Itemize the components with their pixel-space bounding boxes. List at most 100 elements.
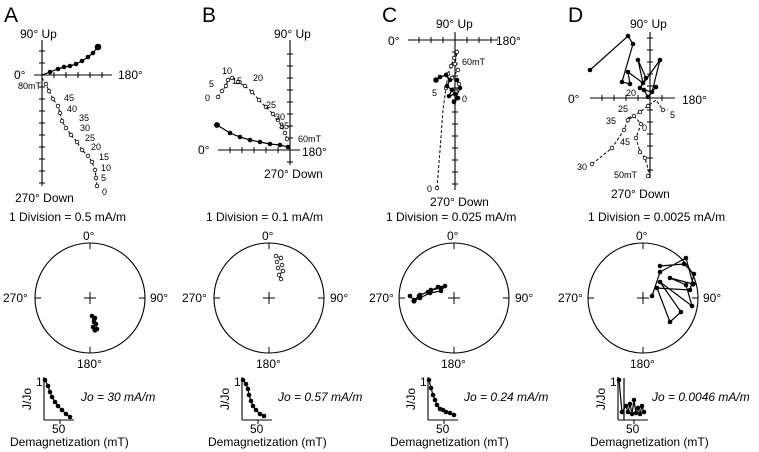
zij-annotation: 0 — [205, 93, 210, 103]
zij-annotation: 0 — [642, 123, 647, 133]
right-axis-label: 180° — [118, 68, 143, 82]
j-one-label: 1 — [234, 375, 241, 389]
north-label: 0° — [636, 229, 648, 243]
south-label: 180° — [77, 357, 102, 371]
right-axis-label: 180° — [496, 34, 521, 48]
zij-annotation: 60mT — [462, 57, 486, 67]
south-label: 180° — [630, 357, 655, 371]
jo-label: Jo = 0.24 mA/m — [463, 390, 548, 404]
zij-annotation: 80mT — [18, 81, 42, 91]
east-label: 90° — [150, 291, 168, 305]
division-label: 1 Division = 0.0025 mA/m — [588, 210, 725, 224]
zij-annotation: 35 — [79, 113, 89, 123]
down-label: 270° Down — [264, 167, 323, 181]
zij-annotation: 5 — [432, 88, 437, 98]
x-axis-label: Demagnetization (mT) — [208, 435, 327, 449]
j-axis-label: J/Jo — [594, 388, 608, 410]
panel-b-intensity: J/Jo 1 50 Jo = 0.57 mA/m Demagnetization… — [208, 375, 362, 449]
panel-d: D 90° Up 0° 180° 20 25 35 0 5 45 30 — [558, 4, 750, 449]
jo-label: Jo = 0.0046 mA/m — [651, 390, 750, 404]
west-label: 270° — [369, 291, 394, 305]
x-tick-label: 50 — [436, 422, 450, 436]
east-label: 90° — [703, 291, 721, 305]
zij-annotation: 20 — [91, 142, 101, 152]
zij-annotation: 30 — [80, 123, 90, 133]
panel-c-letter: C — [382, 4, 397, 27]
panel-c-intensity: J/Jo 1 50 Jo = 0.24 mA/m Demagnetization… — [390, 375, 548, 449]
left-axis-label: 0° — [198, 143, 210, 157]
panel-b: B 90° Up 0° 180° 10 15 20 5 0 25 30 3 — [182, 4, 362, 449]
zij-annotation: 0 — [462, 94, 467, 104]
jo-label: Jo = 30 mA/m — [80, 390, 155, 404]
zij-annotation: 30 — [577, 162, 587, 172]
zij-annotation: 5 — [209, 79, 214, 89]
north-label: 0° — [262, 229, 274, 243]
zij-annotation: 30 — [275, 112, 285, 122]
division-label: 1 Division = 0.1 mA/m — [206, 210, 323, 224]
panel-b-zijderveld: 90° Up 0° 180° 10 15 20 5 0 25 30 35 60m… — [198, 27, 327, 181]
panel-c-stereonet: 0° 90° 180° 270° — [369, 229, 533, 371]
panel-d-intensity: J/Jo 1 50 Jo = 0.0046 mA/m Demagnetizati… — [590, 375, 750, 449]
down-label: 270° Down — [430, 195, 489, 209]
zij-annotation: 25 — [618, 104, 628, 114]
left-axis-label: 0° — [388, 34, 400, 48]
j-one-label: 1 — [610, 375, 617, 389]
south-label: 180° — [256, 357, 281, 371]
down-label: 270° Down — [15, 191, 74, 205]
panel-a-intensity: J/Jo 1 50 Jo = 30 mA/m Demagnetization (… — [10, 375, 155, 449]
x-tick-label: 50 — [250, 422, 264, 436]
zij-annotation: 15 — [99, 152, 109, 162]
up-label: 90° Up — [630, 17, 667, 31]
zij-annotation: 0 — [102, 187, 107, 197]
zij-annotation: 15 — [232, 76, 242, 86]
east-label: 90° — [515, 291, 533, 305]
panel-d-zijderveld: 90° Up 0° 180° 20 25 35 0 5 45 30 50mT 2… — [568, 17, 707, 201]
x-tick-label: 50 — [52, 422, 66, 436]
panel-d-stereonet: 0° 90° 180° 270° — [558, 229, 721, 371]
zij-annotation: 5 — [101, 173, 106, 183]
zij-annotation: 35 — [606, 116, 616, 126]
zij-annotation: 10 — [222, 66, 232, 76]
zij-annotation: 10 — [101, 163, 111, 173]
west-label: 270° — [182, 291, 207, 305]
zij-annotation: 40 — [67, 104, 77, 114]
j-one-label: 1 — [420, 375, 427, 389]
up-label: 90° Up — [274, 27, 311, 41]
west-label: 270° — [3, 291, 28, 305]
x-tick-label: 50 — [626, 422, 640, 436]
zij-annotation: 25 — [85, 133, 95, 143]
zij-annotation: 5 — [670, 110, 675, 120]
panel-a-letter: A — [4, 4, 18, 27]
zij-annotation: 25 — [266, 100, 276, 110]
zij-annotation: 20 — [253, 73, 263, 83]
zij-annotation: 45 — [64, 93, 74, 103]
panel-d-letter: D — [568, 4, 583, 27]
left-axis-label: 0° — [14, 68, 26, 82]
north-label: 0° — [83, 229, 95, 243]
division-label: 1 Division = 0.5 mA/m — [9, 210, 126, 224]
j-axis-label: J/Jo — [218, 388, 232, 410]
zij-annotation: 50mT — [614, 170, 638, 180]
j-axis-label: J/Jo — [404, 388, 418, 410]
zij-annotation: 60mT — [298, 134, 322, 144]
panel-b-stereonet: 0° 90° 180° 270° — [182, 229, 348, 371]
west-label: 270° — [558, 291, 583, 305]
right-axis-label: 180° — [302, 145, 327, 159]
up-label: 90° Up — [20, 27, 57, 41]
panel-a-stereonet: 0° 90° 180° 270° — [3, 229, 168, 371]
panel-c-zijderveld: 90° Up 0° 180° 60mT 5 0 0 270° Down — [388, 17, 521, 209]
east-label: 90° — [330, 291, 348, 305]
north-label: 0° — [447, 229, 459, 243]
panel-a: A 90° Up 0° 180° 80mT 45 40 35 30 25 20 — [3, 4, 168, 449]
jo-label: Jo = 0.57 mA/m — [277, 390, 362, 404]
right-axis-label: 180° — [682, 93, 707, 107]
zij-annotation: 0 — [427, 184, 432, 194]
zij-annotation: 45 — [620, 137, 630, 147]
division-label: 1 Division = 0.025 mA/m — [386, 210, 516, 224]
x-axis-label: Demagnetization (mT) — [390, 435, 509, 449]
down-label: 270° Down — [611, 187, 670, 201]
x-axis-label: Demagnetization (mT) — [10, 435, 129, 449]
zij-annotation: 35 — [279, 121, 289, 131]
south-label: 180° — [441, 357, 466, 371]
